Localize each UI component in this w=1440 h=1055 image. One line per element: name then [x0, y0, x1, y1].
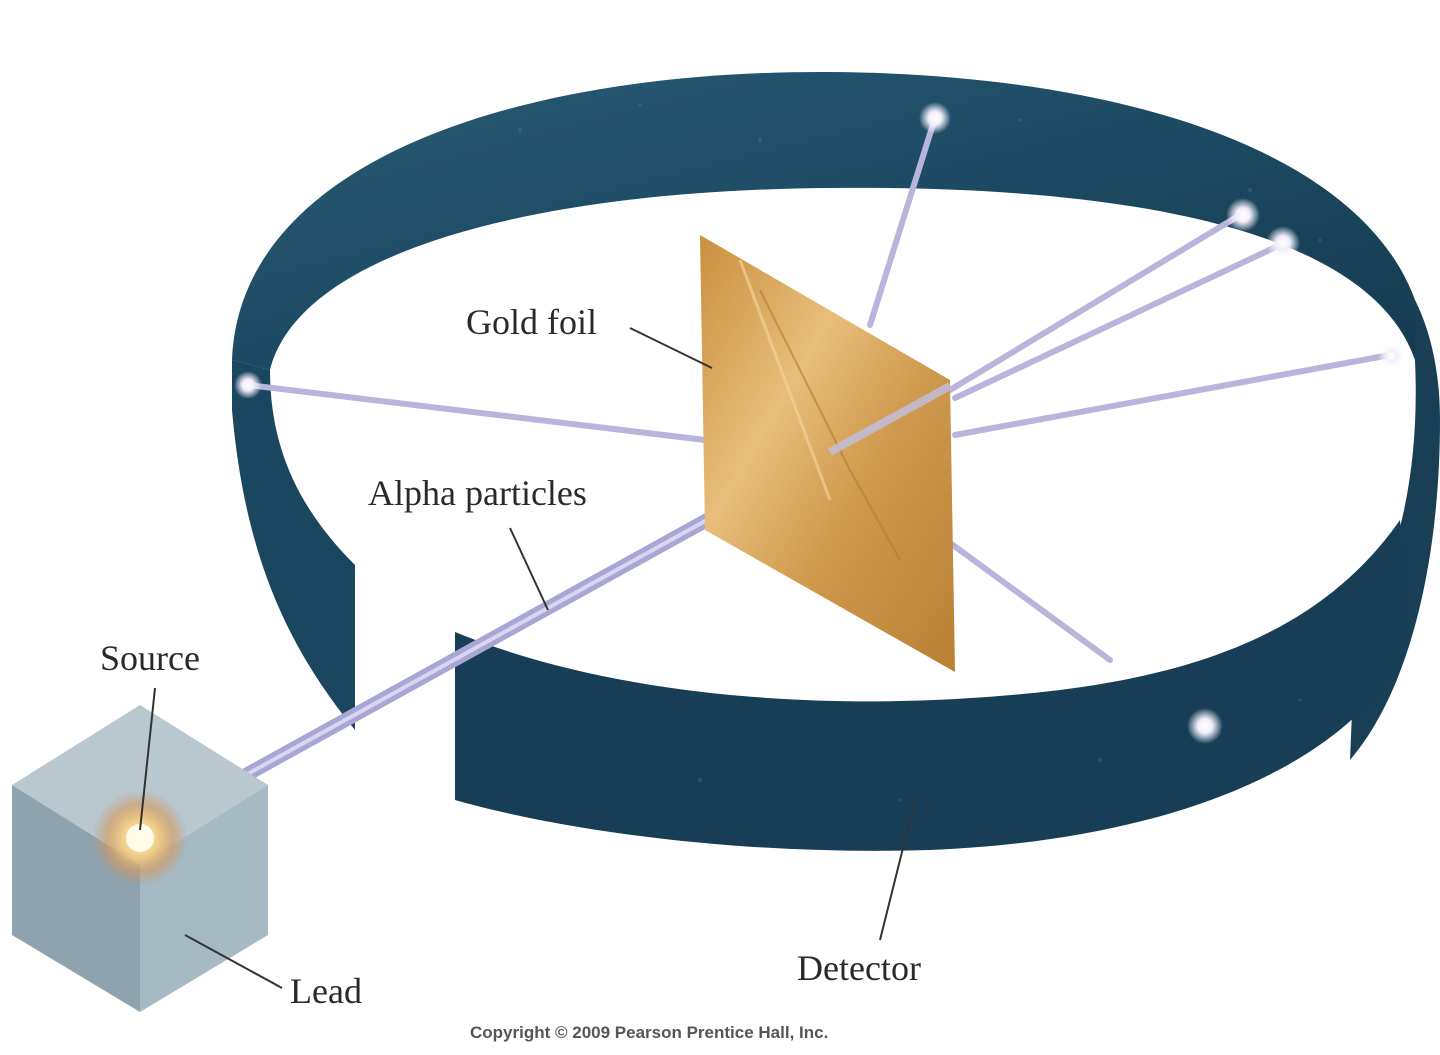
detector-ring: [232, 71, 1440, 851]
leader-lead: [184, 934, 283, 989]
label-gold-foil: Gold foil: [466, 302, 597, 342]
gold-foil: [700, 235, 955, 672]
label-lead: Lead: [290, 971, 362, 1011]
copyright-notice: Copyright © 2009 Pearson Prentice Hall, …: [470, 1023, 828, 1042]
flash-top: [919, 102, 951, 134]
flash-right: [1378, 342, 1406, 370]
detector-band-back: [232, 71, 1415, 370]
leader-alpha-particles: [509, 527, 549, 611]
detector-band-left: [232, 360, 355, 730]
label-alpha-particles: Alpha particles: [368, 473, 587, 513]
flash-upper-right-2: [1266, 226, 1300, 260]
flash-upper-right-1: [1226, 198, 1260, 232]
source-core: [126, 824, 154, 852]
lead-block: [12, 705, 268, 1012]
detector-band-front: [455, 520, 1410, 851]
leader-lines: [139, 327, 916, 989]
gold-foil-sheet: [700, 235, 955, 672]
leader-source: [139, 687, 156, 831]
lead-left-face: [12, 785, 140, 1012]
detector-flashes: [234, 102, 1406, 744]
label-source: Source: [100, 638, 200, 678]
flash-left: [234, 371, 262, 399]
label-detector: Detector: [797, 948, 921, 988]
ray-right: [952, 352, 1393, 438]
leader-gold-foil: [629, 327, 713, 369]
ray-up: [867, 115, 938, 328]
leader-detector: [879, 799, 916, 941]
ray-upper-right-1: [947, 212, 1243, 393]
ray-upper-right-2: [952, 242, 1283, 401]
flash-front: [1187, 708, 1223, 744]
lead-right-face: [140, 785, 268, 1012]
